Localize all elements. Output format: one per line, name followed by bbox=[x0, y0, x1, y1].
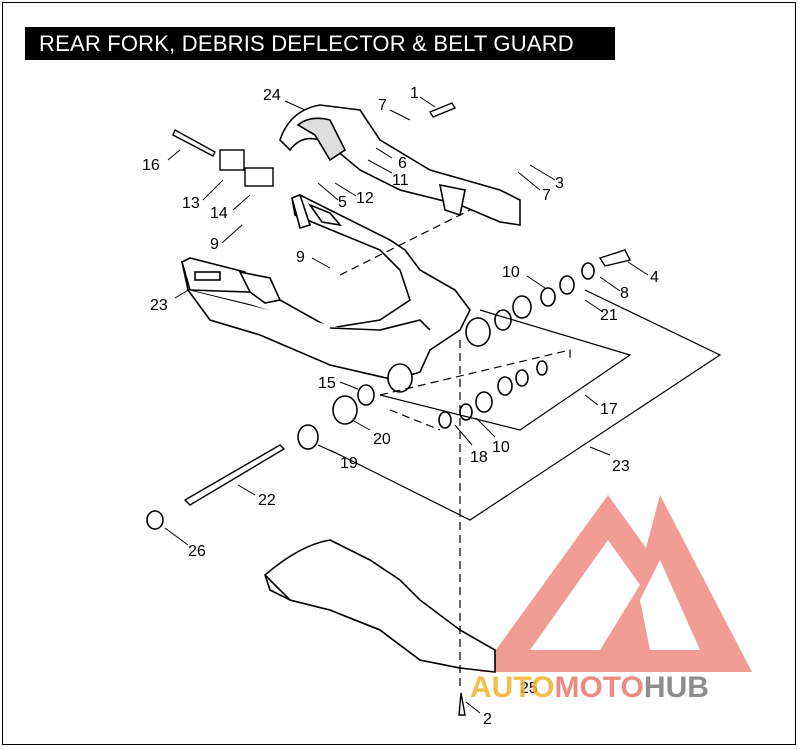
leader-lines bbox=[164, 96, 649, 714]
callout-label: 13 bbox=[182, 195, 200, 212]
bushings bbox=[146, 262, 595, 530]
callout-label: 8 bbox=[620, 285, 629, 302]
callout-label: 26 bbox=[188, 543, 206, 560]
callout-label: 16 bbox=[142, 157, 160, 174]
page-title: REAR FORK, DEBRIS DEFLECTOR & BELT GUARD bbox=[39, 31, 574, 56]
callout-label: 2 bbox=[483, 711, 492, 728]
callout-label: 15 bbox=[318, 375, 336, 392]
callout-label: 21 bbox=[600, 307, 618, 324]
callout-label: 7 bbox=[378, 97, 387, 114]
callout-label: 17 bbox=[600, 401, 618, 418]
callout-label: 20 bbox=[373, 431, 391, 448]
callout-label: 10 bbox=[492, 439, 510, 456]
callout-label: 22 bbox=[258, 492, 276, 509]
debris-deflector bbox=[264, 539, 496, 673]
callout-label: 4 bbox=[650, 269, 659, 286]
watermark-part-auto: AUTO bbox=[470, 671, 554, 704]
callout-label: 3 bbox=[555, 175, 564, 192]
watermark-logo bbox=[480, 495, 752, 672]
callout-labels: 24 1 7 6 11 3 7 16 13 14 5 12 9 9 10 4 8… bbox=[142, 85, 659, 728]
watermark-text: AUTOMOTOHUB bbox=[470, 671, 709, 704]
callout-label: 7 bbox=[542, 187, 551, 204]
belt-guard bbox=[279, 104, 521, 226]
callout-label: 23 bbox=[612, 458, 630, 475]
watermark-part-moto: MOTO bbox=[554, 671, 643, 704]
callout-label: 9 bbox=[296, 249, 305, 266]
callout-label: 14 bbox=[210, 205, 228, 222]
callout-label: 1 bbox=[410, 85, 419, 102]
bolts bbox=[172, 102, 632, 716]
callout-brackets bbox=[329, 289, 722, 521]
callout-label: 5 bbox=[338, 194, 347, 211]
callout-label: 24 bbox=[263, 87, 281, 104]
title-bar: REAR FORK, DEBRIS DEFLECTOR & BELT GUARD bbox=[25, 27, 615, 60]
callout-label: 6 bbox=[398, 155, 407, 172]
callout-label: 11 bbox=[392, 172, 409, 189]
watermark-part-hub: HUB bbox=[644, 671, 709, 704]
rear-fork-swingarm bbox=[180, 193, 471, 381]
callout-label: 10 bbox=[502, 264, 520, 281]
callout-label: 23 bbox=[150, 297, 168, 314]
callout-label: 25 bbox=[520, 680, 538, 697]
callout-label: 9 bbox=[210, 236, 219, 253]
callout-label: 19 bbox=[340, 455, 358, 472]
callout-label: 12 bbox=[356, 190, 374, 207]
callout-label: 18 bbox=[470, 449, 488, 466]
svg-text:AUTOMOTOHUB: AUTOMOTOHUB bbox=[470, 671, 709, 704]
